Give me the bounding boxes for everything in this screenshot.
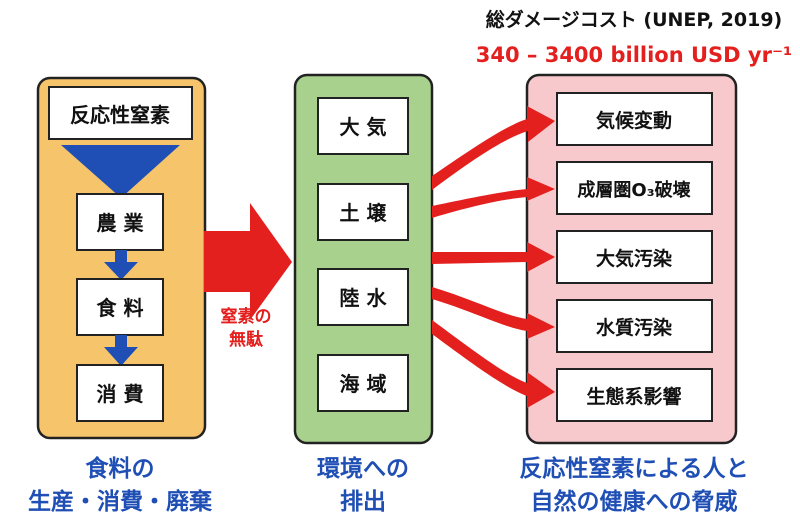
ozone-depletion-label: 成層圏O₃破壊: [577, 179, 690, 201]
caption-threat-line2: 自然の健康への脅威: [531, 488, 738, 515]
inland-water-box: [317, 268, 409, 326]
damage-cost-value: 340 – 3400 billion USD yr⁻¹: [476, 43, 792, 67]
blue-arrow-shaft-2: [115, 335, 127, 347]
red-arrow-to-water: [432, 287, 555, 339]
agriculture-label: 農 業: [97, 211, 145, 235]
red-arrow-to-ozone: [432, 177, 555, 218]
ocean-box: [317, 354, 409, 412]
consumption-box: [76, 364, 164, 422]
blue-arrow-head-1: [104, 262, 138, 280]
ozone-depletion-box: [556, 161, 713, 215]
caption-threat-line1: 反応性窒素による人と: [519, 455, 748, 482]
atmosphere-box: [317, 97, 409, 155]
food-label: 食 料: [97, 296, 144, 320]
water-pollution-box: [556, 299, 713, 353]
atmosphere-label: 大 気: [340, 115, 387, 139]
blue-arrow-shaft-1: [115, 250, 127, 262]
caption-emission-line2: 排出: [340, 489, 386, 515]
consumption-label: 消 費: [97, 382, 144, 406]
red-arrow-to-air: [432, 242, 555, 272]
blue-arrow-large: [61, 145, 180, 198]
climate-change-box: [556, 92, 713, 146]
soil-box: [317, 183, 409, 241]
climate-change-label: 気候変動: [596, 109, 672, 132]
blue-arrow-head-2: [104, 347, 138, 366]
red-arrow-transfer: [204, 203, 292, 320]
ecosystem-impact-label: 生態系影響: [586, 385, 681, 408]
damage-cost-title: 総ダメージコスト (UNEP, 2019): [486, 8, 783, 31]
red-arrow-to-climate: [432, 106, 555, 190]
ecosystem-impact-box: [556, 368, 713, 422]
water-pollution-label: 水質汚染: [596, 316, 672, 339]
transfer-label-line1: 窒素の: [221, 306, 272, 327]
reactive-nitrogen-box: [48, 86, 193, 140]
ocean-label: 海 域: [340, 372, 387, 396]
caption-emission-line1: 環境への: [317, 455, 409, 482]
air-pollution-label: 大気汚染: [596, 247, 672, 270]
caption-food-line1: 食料の: [86, 455, 155, 482]
transfer-label-line2: 無駄: [229, 329, 264, 350]
reactive-nitrogen-label: 反応性窒素: [70, 103, 170, 127]
food-box: [76, 278, 164, 336]
air-pollution-box: [556, 230, 713, 284]
caption-food-line2: 生産・消費・廃棄: [28, 488, 213, 515]
red-arrow-to-ecosystem: [432, 320, 555, 408]
soil-label: 土 壌: [340, 201, 388, 225]
inland-water-label: 陸 水: [340, 286, 388, 310]
